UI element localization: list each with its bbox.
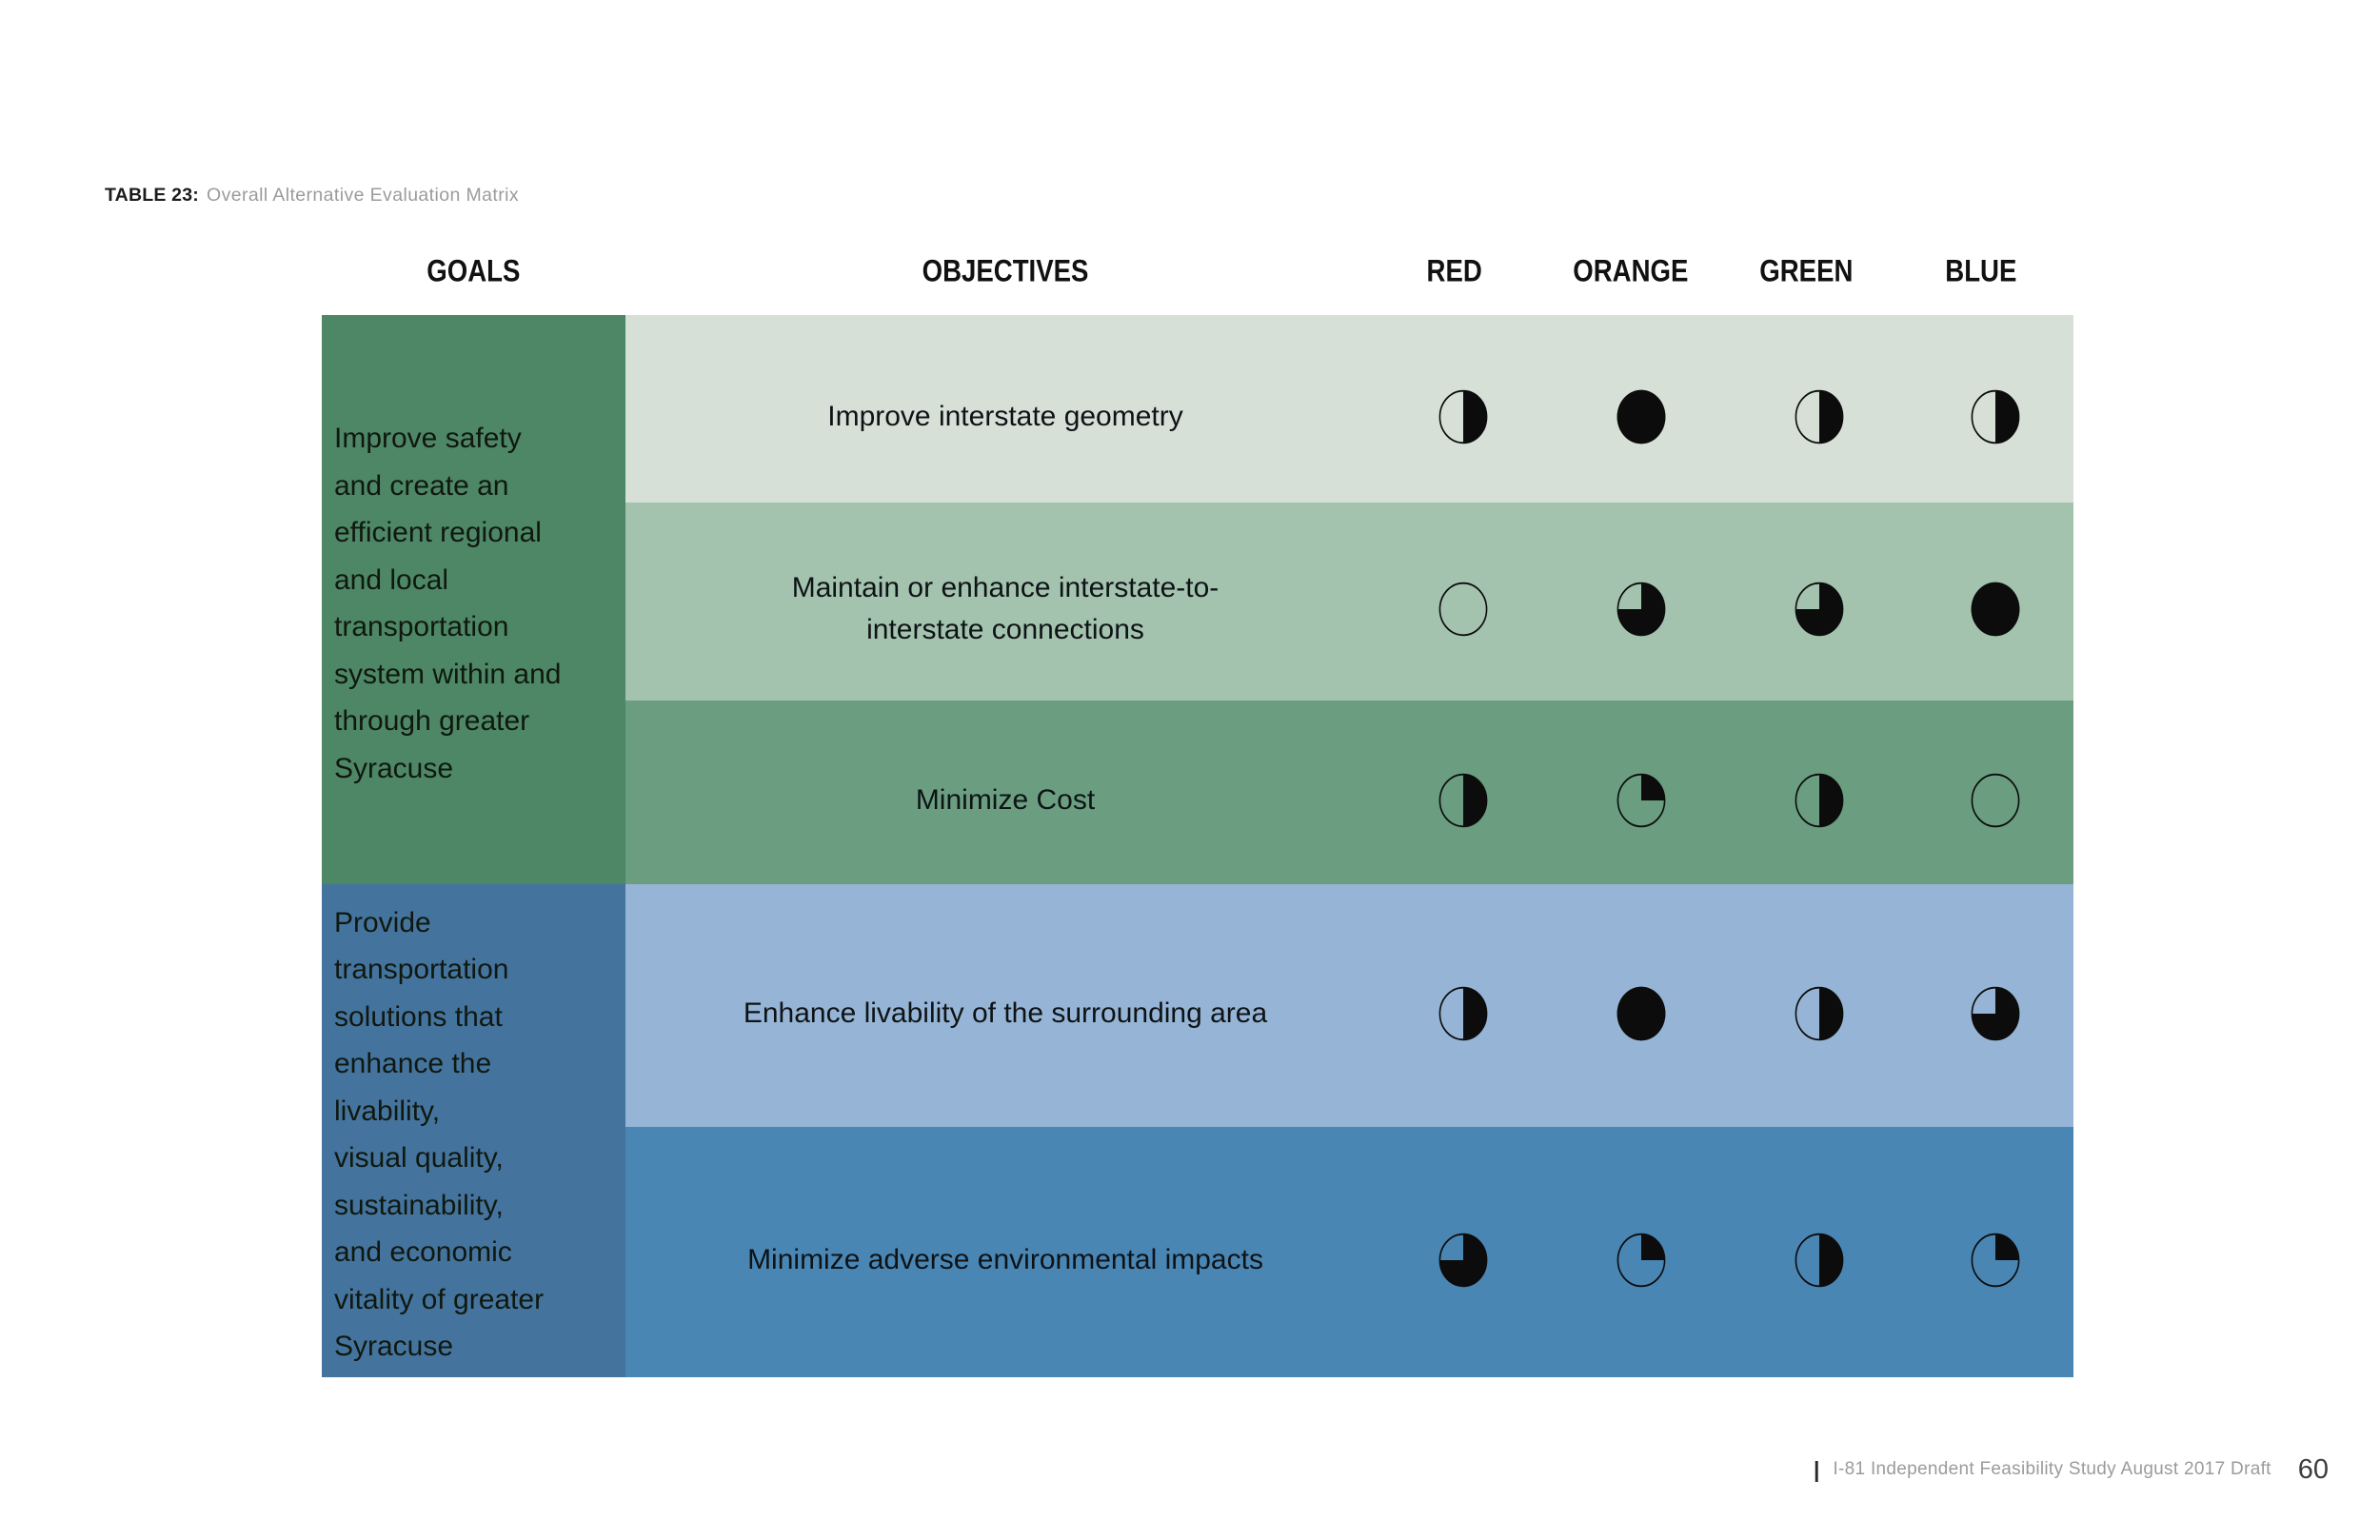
harvey-ball-green-three-quarter-icon [1795, 582, 1844, 637]
column-header-green-label: GREEN [1758, 254, 1854, 289]
column-header-goals: GOALS [378, 253, 568, 291]
objective-text: Maintain or enhance interstate-to-inters… [625, 567, 1386, 651]
goal-text-line: transportation [334, 954, 509, 985]
goal-text-line: Provide [334, 906, 431, 938]
goal-text-line: through greater [334, 705, 530, 737]
objective-text: Enhance livability of the surrounding ar… [625, 993, 1386, 1035]
harvey-ball-red-half-icon [1438, 773, 1488, 827]
goal-text-line: livability, [334, 1095, 441, 1127]
objective-text: Minimize Cost [625, 780, 1386, 821]
goal-cell-green: Improve safety and create an efficient reg… [322, 315, 625, 884]
goal-text-line: vitality of greater [334, 1283, 545, 1315]
column-header-objectives-label: OBJECTIVES [922, 254, 1089, 289]
page-number: 60 [2297, 1453, 2329, 1485]
harvey-ball-orange-full-icon [1616, 389, 1666, 444]
column-header-orange-label: ORANGE [1573, 254, 1689, 289]
goal-text-line: visual quality, [334, 1142, 504, 1174]
objective-text-line: Minimize adverse environmental impacts [747, 1243, 1263, 1275]
harvey-ball-red-half-icon [1438, 986, 1488, 1040]
goal-text-line: Improve safety [334, 423, 522, 454]
objective-text-line: Improve interstate geometry [827, 400, 1183, 432]
goal-text-line: sustainability, [334, 1189, 504, 1221]
goal-text-line: and economic [334, 1236, 512, 1268]
harvey-ball-red-empty-icon [1438, 582, 1488, 637]
harvey-ball-blue-full-icon [1971, 582, 2020, 637]
harvey-ball-green-half-icon [1795, 986, 1844, 1040]
objective-text-line: Enhance livability of the surrounding ar… [743, 997, 1268, 1029]
harvey-ball-red-three-quarter-icon [1438, 1233, 1488, 1287]
objective-text-line: interstate connections [866, 614, 1144, 645]
column-header-blue: BLUE [1886, 253, 2076, 291]
column-header-goals-label: GOALS [426, 254, 521, 289]
harvey-ball-green-half-icon [1795, 773, 1844, 827]
harvey-ball-green-half-icon [1795, 1233, 1844, 1287]
goal-text-line: and create an [334, 469, 509, 502]
goal-text: Provide transportation solutions that enhan… [334, 899, 544, 1371]
harvey-ball-blue-empty-icon [1971, 773, 2020, 827]
goal-text-line: efficient regional [334, 517, 542, 548]
goal-text-line: Syracuse [334, 752, 454, 784]
harvey-ball-red-half-icon [1438, 389, 1488, 444]
footer-separator: | [1814, 1456, 1820, 1482]
goal-text: Improve safety and create an efficient reg… [334, 415, 561, 792]
goal-text-line: system within and [334, 658, 562, 690]
harvey-ball-orange-quarter-icon [1616, 1233, 1666, 1287]
goal-text-line: transportation [334, 611, 509, 642]
harvey-ball-orange-full-icon [1616, 986, 1666, 1040]
column-header-green: GREEN [1711, 253, 1901, 291]
footer-study-title: I-81 Independent Feasibility Study Augus… [1833, 1459, 2271, 1479]
harvey-ball-blue-quarter-icon [1971, 1233, 2020, 1287]
objective-text-line: Maintain or enhance interstate-to- [791, 572, 1220, 603]
column-header-orange: ORANGE [1536, 253, 1726, 291]
table-caption: TABLE 23: Overall Alternative Evaluation… [105, 185, 519, 207]
column-header-red-label: RED [1426, 254, 1483, 289]
objective-text-line: Minimize Cost [915, 783, 1096, 816]
harvey-ball-green-half-icon [1795, 389, 1844, 444]
column-header-blue-label: BLUE [1945, 254, 2017, 289]
harvey-ball-blue-three-quarter-icon [1971, 986, 2020, 1040]
objective-text: Minimize adverse environmental impacts [625, 1239, 1386, 1281]
harvey-ball-orange-quarter-icon [1616, 773, 1666, 827]
table-caption-label: TABLE 23: [105, 185, 199, 206]
goal-text-line: and local [334, 563, 449, 596]
page-footer: | I-81 Independent Feasibility Study Aug… [1814, 1452, 2329, 1487]
column-header-red: RED [1359, 253, 1550, 291]
goal-text-line: Syracuse [334, 1331, 454, 1362]
goal-text-line: enhance the [334, 1048, 492, 1079]
column-header-objectives: OBJECTIVES [886, 253, 1124, 291]
harvey-ball-orange-three-quarter-icon [1616, 582, 1666, 637]
table-caption-title: Overall Alternative Evaluation Matrix [207, 185, 520, 206]
goal-cell-blue: Provide transportation solutions that enhan… [322, 884, 625, 1377]
harvey-ball-blue-half-icon [1971, 389, 2020, 444]
goal-text-line: solutions that [334, 1000, 503, 1033]
objective-text: Improve interstate geometry [625, 396, 1386, 438]
